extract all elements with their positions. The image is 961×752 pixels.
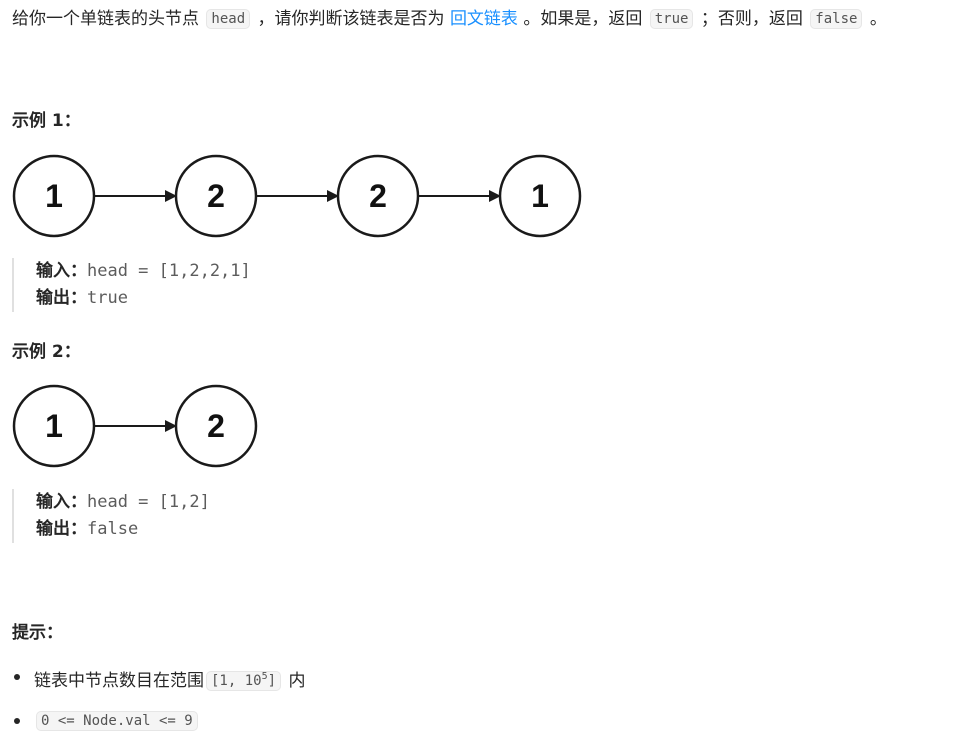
intro-text-2: ，请你判断该链表是否为 bbox=[257, 9, 445, 29]
bullet-icon bbox=[14, 718, 20, 724]
example-1-node-label-1: 1 bbox=[45, 178, 63, 214]
example-1-node-circle-4 bbox=[498, 154, 582, 238]
example-2-node-label-1: 1 bbox=[45, 408, 63, 444]
intro-text-3: 。如果是，返回 bbox=[523, 9, 643, 29]
code-false: false bbox=[810, 9, 863, 29]
code-head: head bbox=[206, 9, 251, 29]
example-2-heading: 示例 2： bbox=[12, 342, 81, 362]
output-value: true bbox=[87, 288, 128, 308]
output-value: false bbox=[87, 519, 139, 539]
example-1-io: 输入：head = [1,2,2,1] 输出：true bbox=[12, 258, 251, 312]
code-true: true bbox=[649, 9, 694, 29]
hint-text: 链表中节点数目在范围 bbox=[34, 671, 204, 691]
intro-text-1: 给你一个单链表的头节点 bbox=[12, 9, 199, 29]
problem-description: 给你一个单链表的头节点 head ，请你判断该链表是否为 回文链表 。如果是，返… bbox=[12, 6, 887, 32]
hint-suffix: 内 bbox=[288, 671, 306, 691]
input-label: 输入： bbox=[36, 492, 87, 512]
example-2-io: 输入：head = [1,2] 输出：false bbox=[12, 489, 210, 543]
input-label: 输入： bbox=[36, 261, 87, 281]
output-label: 输出： bbox=[36, 288, 87, 308]
intro-text-4: ；否则，返回 bbox=[700, 9, 803, 29]
example-2-node-circle-1 bbox=[12, 384, 96, 468]
hint-item-node-value: 0 <= Node.val <= 9 bbox=[12, 708, 305, 752]
example-1-node-label-3: 2 bbox=[369, 178, 387, 214]
hints-heading: 提示： bbox=[12, 623, 63, 643]
palindrome-link[interactable]: 回文链表 bbox=[449, 9, 518, 29]
example-1-node-circle-3 bbox=[336, 154, 420, 238]
example-1-heading: 示例 1： bbox=[12, 111, 81, 131]
intro-text-5: 。 bbox=[869, 9, 887, 29]
code-range-base: [1, 10 bbox=[211, 673, 262, 689]
example-1-node-circle-1 bbox=[12, 154, 96, 238]
example-2-node-circle-2 bbox=[174, 384, 258, 468]
example-1-node-label-2: 2 bbox=[207, 178, 225, 214]
example-2-node-label-2: 2 bbox=[207, 408, 225, 444]
input-value: head = [1,2,2,1] bbox=[87, 261, 251, 281]
code-range-exponent: 5 bbox=[261, 671, 268, 682]
code-range: [1, 105] bbox=[206, 671, 282, 691]
code-node-val: 0 <= Node.val <= 9 bbox=[36, 711, 198, 731]
input-value: head = [1,2] bbox=[87, 492, 210, 512]
output-label: 输出： bbox=[36, 519, 87, 539]
example-1-linked-list-diagram: 1 2 2 1 bbox=[12, 154, 582, 238]
hint-item-node-count: 链表中节点数目在范围[1, 105] 内 bbox=[12, 664, 305, 708]
code-range-end: ] bbox=[267, 673, 277, 689]
example-1-node-label-4: 1 bbox=[531, 178, 549, 214]
example-1-node-circle-2 bbox=[174, 154, 258, 238]
hints-list: 链表中节点数目在范围[1, 105] 内 0 <= Node.val <= 9 bbox=[12, 664, 305, 752]
bullet-icon bbox=[14, 674, 20, 680]
